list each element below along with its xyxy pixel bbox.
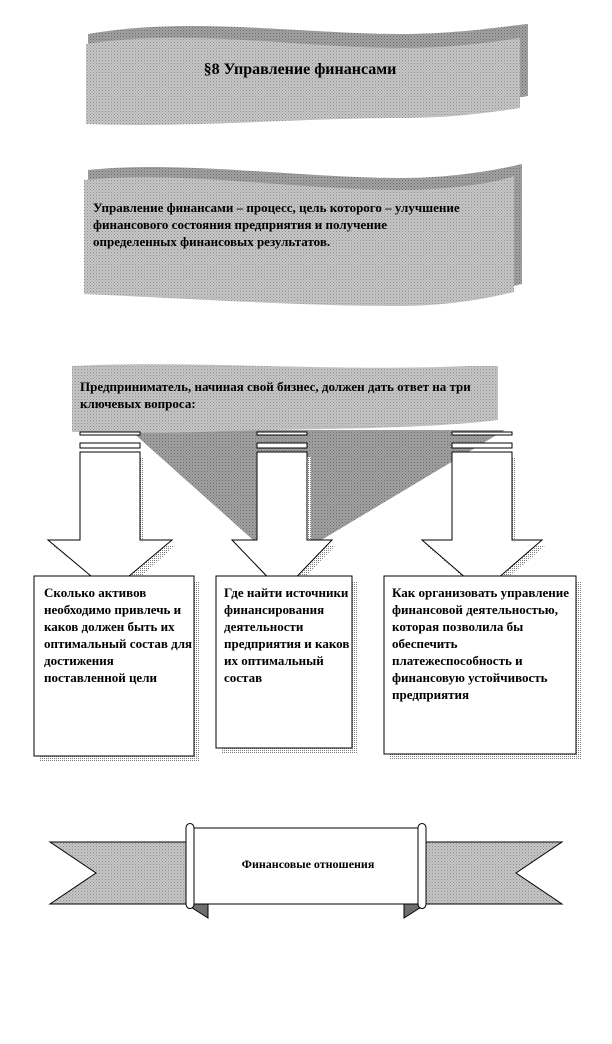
title-banner-face <box>86 37 520 125</box>
question-intro-text: Предприниматель, начиная свой бизнес, до… <box>80 379 471 411</box>
question-intro-banner <box>72 364 505 548</box>
arrow-3-shape <box>420 451 544 593</box>
definition-banner-face <box>84 176 514 306</box>
question-box-1 <box>33 575 200 762</box>
title-heading: §8 Управление финансами <box>203 61 397 78</box>
definition-banner <box>84 164 522 306</box>
arrow-2-shape <box>230 451 334 593</box>
ribbon-center <box>185 823 427 909</box>
arrow-1-shape <box>46 451 174 593</box>
question-intro-funnel <box>130 430 505 548</box>
arrow-2 <box>230 431 336 597</box>
question-1-text: Сколько активов необходимо привлечь и ка… <box>44 585 193 685</box>
arrow-3 <box>420 431 546 597</box>
title-banner <box>86 24 528 125</box>
ribbon-left-tail <box>48 841 187 905</box>
question-intro-face <box>72 364 498 433</box>
ribbon-right-tail <box>425 841 564 905</box>
arrow-1 <box>46 431 176 597</box>
finance-ribbon <box>48 823 564 919</box>
question-3-text: Как организовать управление финансовой д… <box>392 585 570 702</box>
ribbon-label: Финансовые отношения <box>241 857 375 871</box>
definition-text: Управление финансами – процесс, цель кот… <box>93 200 460 249</box>
question-box-2 <box>215 575 358 754</box>
question-2-text: Где найти источники финансирования деяте… <box>224 585 350 685</box>
question-box-3 <box>383 575 582 760</box>
